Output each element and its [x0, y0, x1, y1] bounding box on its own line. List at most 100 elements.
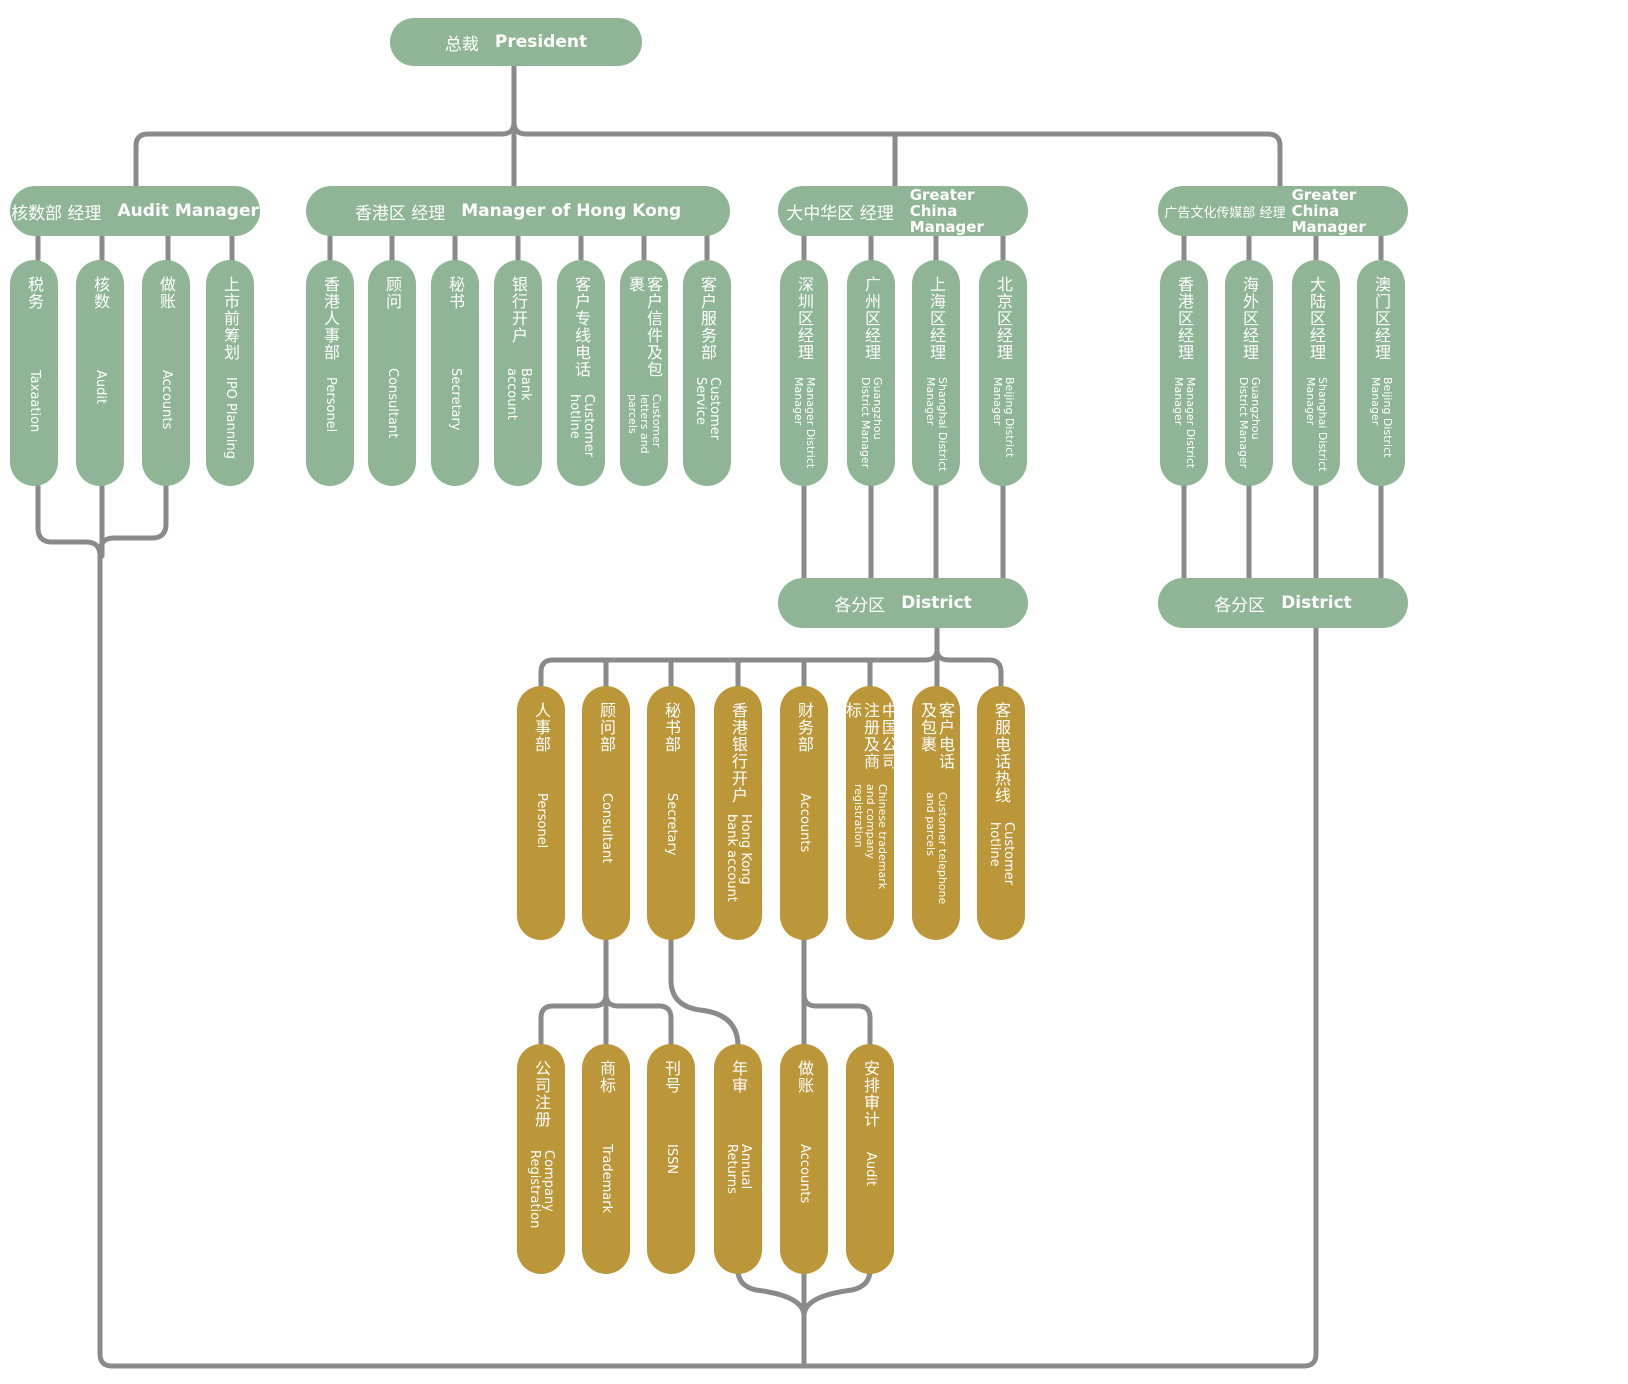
greater-china-manager-cn: 大中华区 经理: [786, 203, 894, 224]
dept-en: Chinese trademark and company registrati…: [852, 784, 889, 890]
service-company-registration: 公司注册 Company Registration: [517, 1044, 565, 1274]
gc-item-en: Beijing District Manager: [991, 377, 1016, 458]
media-item-en: Manager District Manager: [1172, 377, 1197, 469]
hk-item-cn: 秘书: [446, 276, 465, 310]
media-item-cn: 香港区经理: [1175, 276, 1194, 361]
dept-en: Customer telephone and parcels: [924, 792, 949, 905]
audit-manager-en: Audit Manager: [117, 201, 259, 221]
service-en: ISSN: [664, 1144, 679, 1175]
service-issn: 刊号 ISSN: [647, 1044, 695, 1274]
gc-item-shenzhen: 深圳区经理 Manager District Manager: [780, 260, 828, 486]
hk-item-cn: 香港人事部: [321, 276, 340, 361]
service-en: Trademark: [599, 1144, 614, 1214]
service-en: Audit: [863, 1152, 878, 1187]
gc-item-cn: 广州区经理: [862, 276, 881, 361]
hk-item-cn: 客户服务部: [698, 276, 717, 361]
dept-secretary: 秘书部 Secretary: [647, 686, 695, 940]
dept-personel: 人事部 Personel: [517, 686, 565, 940]
gc-district-box: 各分区 District: [778, 578, 1028, 628]
gc-item-en: Shanghai District Manager: [924, 377, 949, 472]
audit-item-accounts: 做账 Accounts: [142, 260, 190, 486]
hk-item-secretary: 秘书 Secretary: [431, 260, 479, 486]
dept-cn: 客服电话热线: [992, 702, 1011, 804]
gc-district-cn: 各分区: [834, 595, 886, 616]
service-accounts: 做账 Accounts: [780, 1044, 828, 1274]
hk-item-en: Secretary: [448, 368, 463, 431]
hk-item-customer-hotline: 客户专线电话 Customer hotline: [557, 260, 605, 486]
hk-item-consultant: 顾问 Consultant: [368, 260, 416, 486]
media-item-hongkong: 香港区经理 Manager District Manager: [1160, 260, 1208, 486]
hk-item-en: Customer letters and parcels: [626, 393, 663, 454]
dept-chinese-trademark: 中国公司注册及商标 Chinese trademark and company …: [846, 686, 894, 940]
dept-consultant: 顾问部 Consultant: [582, 686, 630, 940]
media-item-en: Guangzhou District Manager: [1237, 377, 1262, 469]
gc-item-cn: 深圳区经理: [795, 276, 814, 361]
dept-cn: 中国公司注册及商标: [846, 702, 894, 770]
service-en: Annual Returns: [724, 1144, 753, 1194]
audit-item-cn: 核数: [91, 276, 110, 310]
service-cn: 商标: [597, 1060, 616, 1094]
hk-item-customer-service: 客户服务部 Customer Service: [683, 260, 731, 486]
media-item-en: Beijing District Manager: [1369, 377, 1394, 458]
hk-item-en: Consultant: [385, 368, 400, 439]
service-cn: 做账: [795, 1060, 814, 1094]
media-district-en: District: [1281, 593, 1352, 613]
media-item-overseas: 海外区经理 Guangzhou District Manager: [1225, 260, 1273, 486]
media-item-macau: 澳门区经理 Beijing District Manager: [1357, 260, 1405, 486]
hk-item-en: Customer Service: [693, 377, 722, 441]
service-en: Company Registration: [527, 1150, 556, 1229]
dept-en: Customer hotline: [987, 822, 1016, 886]
dept-en: Hong Kong bank account: [724, 814, 753, 902]
gc-item-guangzhou: 广州区经理 Guangzhou District Manager: [847, 260, 895, 486]
media-manager-cn: 广告文化传媒部 经理: [1164, 205, 1286, 221]
gc-item-en: Guangzhou District Manager: [859, 377, 884, 469]
dept-en: Consultant: [599, 793, 614, 864]
media-district-cn: 各分区: [1214, 595, 1266, 616]
dept-hk-bank-account: 香港银行开户 Hong Kong bank account: [714, 686, 762, 940]
hk-item-customer-letters: 客户信件及包裹 Customer letters and parcels: [620, 260, 668, 486]
dept-en: Secretary: [664, 793, 679, 856]
media-item-cn: 海外区经理: [1240, 276, 1259, 361]
media-manager-box: 广告文化传媒部 经理 Greater China Manager: [1158, 186, 1408, 236]
media-district-box: 各分区 District: [1158, 578, 1408, 628]
audit-item-taxation: 税务 Taxaation: [10, 260, 58, 486]
audit-item-cn: 上市前筹划: [221, 276, 240, 361]
service-audit: 安排审计 Audit: [846, 1044, 894, 1274]
dept-cn: 财务部: [795, 702, 814, 753]
hk-item-en: Customer hotline: [567, 394, 596, 458]
dept-cn: 秘书部: [662, 702, 681, 753]
media-item-en: Shanghai District Manager: [1304, 377, 1329, 472]
audit-item-en: IPO Planning: [223, 377, 238, 460]
dept-cn: 香港银行开户: [729, 702, 748, 804]
service-annual-returns: 年审 Annual Returns: [714, 1044, 762, 1274]
hk-item-cn: 客户信件及包裹: [626, 276, 663, 378]
dept-accounts: 财务部 Accounts: [780, 686, 828, 940]
dept-en: Personel: [534, 793, 549, 849]
dept-customer-hotline: 客服电话热线 Customer hotline: [977, 686, 1025, 940]
president-box: 总裁 President: [390, 18, 642, 66]
greater-china-manager-box: 大中华区 经理 Greater China Manager: [778, 186, 1028, 236]
audit-item-cn: 做账: [157, 276, 176, 310]
audit-item-cn: 税务: [25, 276, 44, 310]
audit-item-en: Accounts: [159, 370, 174, 430]
hk-item-bank-account: 银行开户 Bank account: [494, 260, 542, 486]
hk-item-en: Personel: [323, 377, 338, 433]
hk-item-en: Bank account: [504, 368, 533, 420]
dept-en: Accounts: [797, 793, 812, 853]
audit-manager-cn: 核数部 经理: [11, 203, 102, 224]
hongkong-manager-box: 香港区 经理 Manager of Hong Kong: [306, 186, 730, 236]
greater-china-manager-en: Greater China Manager: [909, 186, 984, 236]
hk-item-cn: 银行开户: [509, 276, 528, 344]
gc-item-cn: 北京区经理: [994, 276, 1013, 361]
dept-cn: 客户电话及包裹: [918, 702, 955, 770]
audit-item-audit: 核数 Audit: [76, 260, 124, 486]
service-cn: 刊号: [662, 1060, 681, 1094]
audit-manager-box: 核数部 经理 Audit Manager: [10, 186, 260, 236]
service-cn: 年审: [729, 1060, 748, 1094]
dept-cn: 顾问部: [597, 702, 616, 753]
gc-item-en: Manager District Manager: [792, 377, 817, 469]
president-en: President: [494, 32, 588, 52]
dept-cn: 人事部: [532, 702, 551, 753]
hongkong-manager-en: Manager of Hong Kong: [461, 201, 682, 221]
